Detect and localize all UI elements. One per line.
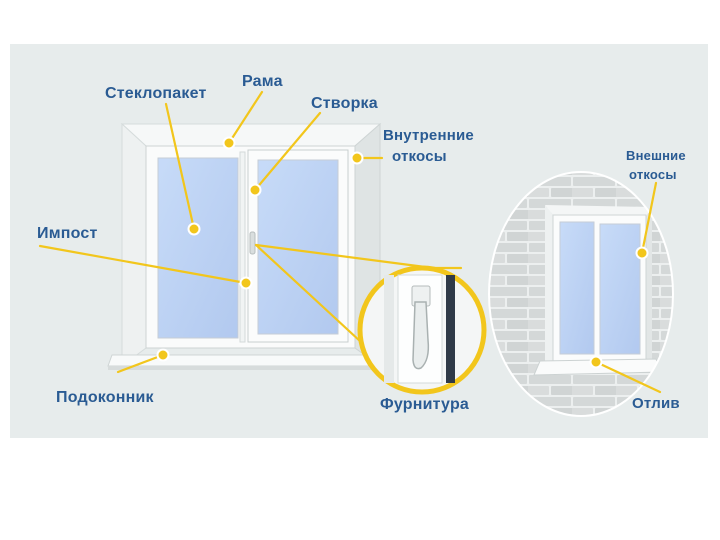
mullion-bar <box>240 152 245 342</box>
inner-slope-left <box>122 124 146 366</box>
label-windowsill: Подоконник <box>56 389 155 406</box>
label-inner-slopes-line2: откосы <box>392 148 447 165</box>
exterior-glass-left <box>560 222 594 354</box>
glass-pane-left <box>158 158 238 338</box>
dot-glass-unit <box>189 224 200 235</box>
label-mullion: Импост <box>37 225 98 242</box>
inner-slope-top <box>122 124 380 146</box>
dot-drip-sill <box>591 357 602 368</box>
closeup-seal <box>446 275 455 383</box>
dot-outer-slopes <box>637 248 648 259</box>
closeup-handle-lever <box>413 302 428 369</box>
label-frame: Рама <box>242 73 283 90</box>
windowsill-edge <box>108 366 392 370</box>
closeup-frame-profile <box>384 275 394 383</box>
label-drip-sill: Отлив <box>632 395 680 412</box>
dot-frame <box>224 138 235 149</box>
outer-slope-left <box>545 205 553 370</box>
label-outer-slopes-line2: откосы <box>629 167 677 182</box>
label-glass-unit: Стеклопакет <box>105 85 207 102</box>
exterior-glass-right <box>600 224 640 354</box>
label-hardware: Фурнитура <box>380 396 469 413</box>
dot-inner-slopes <box>352 153 363 164</box>
dot-sash <box>250 185 261 196</box>
window-handle <box>250 232 255 254</box>
dot-windowsill <box>158 350 169 361</box>
label-sash: Створка <box>311 95 378 112</box>
label-inner-slopes-line1: Внутренние <box>383 127 474 144</box>
label-outer-slopes-line1: Внешние <box>626 148 686 163</box>
dot-mullion <box>241 278 252 289</box>
interior-window <box>108 124 392 370</box>
hardware-closeup <box>360 268 484 392</box>
